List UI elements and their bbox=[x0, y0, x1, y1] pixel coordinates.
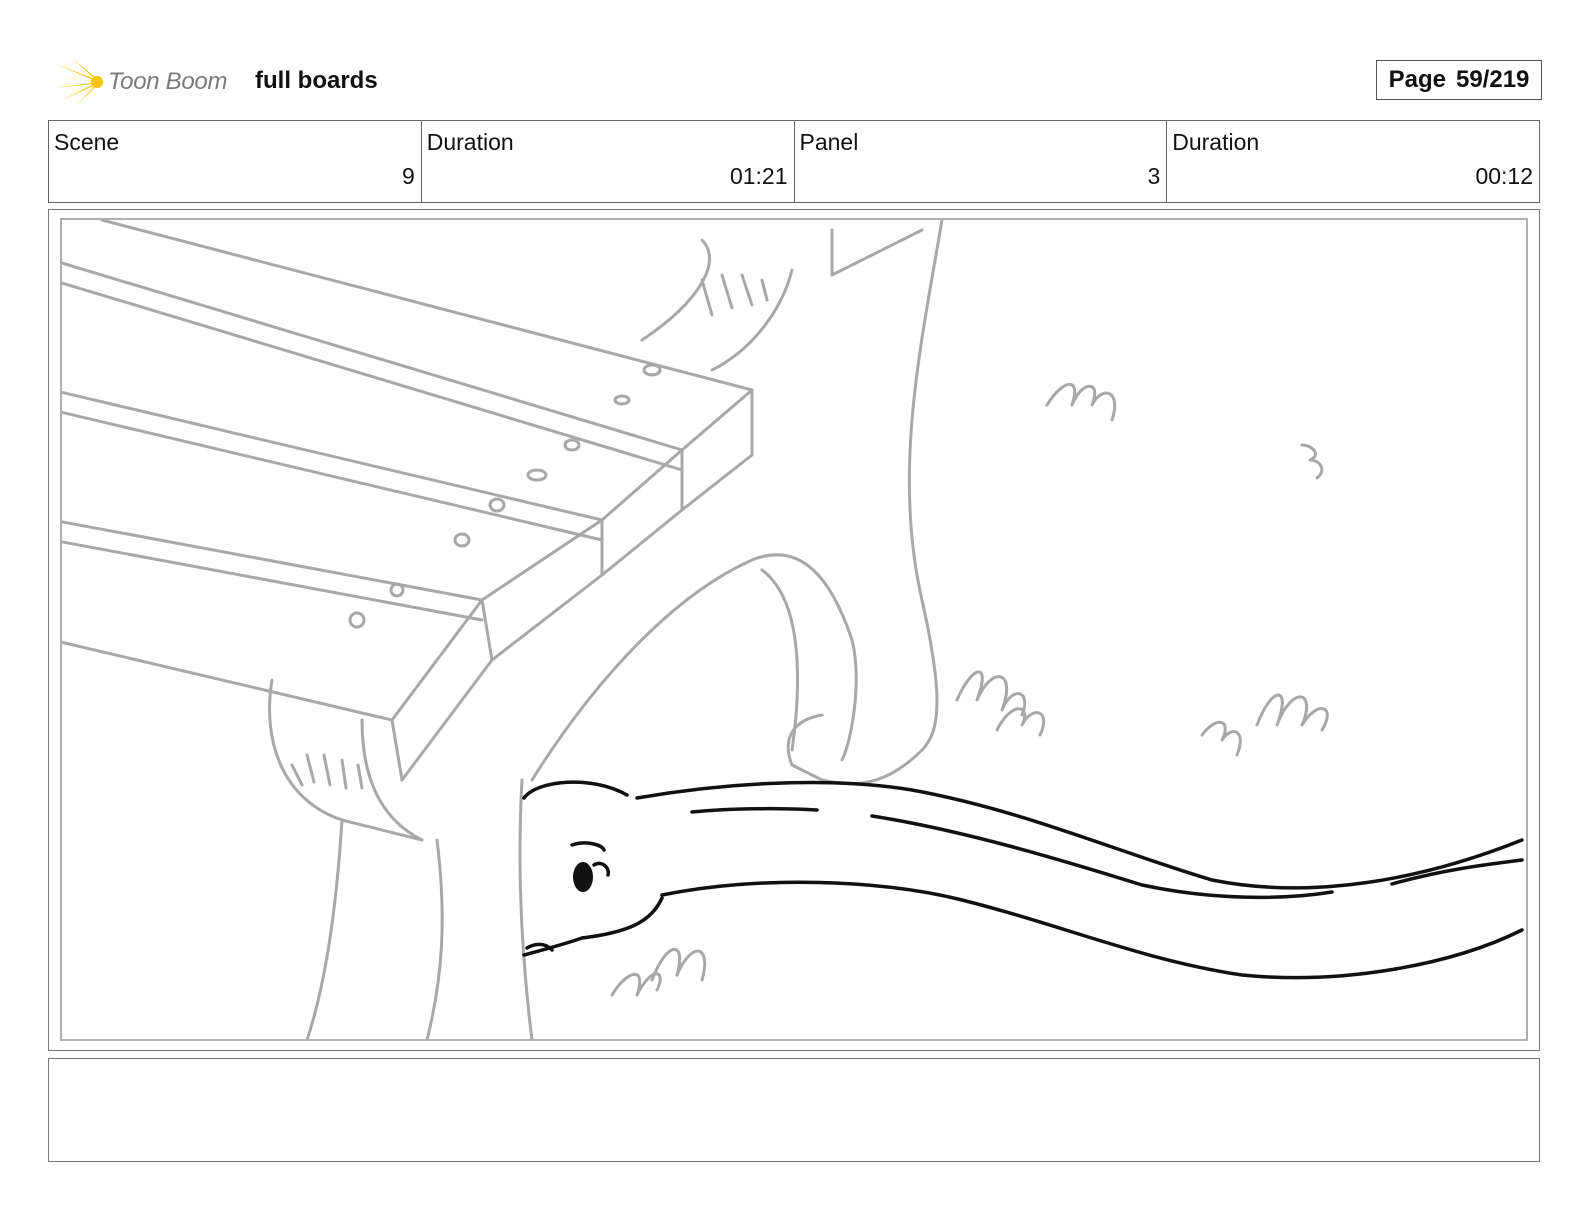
scene-value: 9 bbox=[401, 163, 415, 189]
storyboard-panel-image bbox=[60, 218, 1528, 1041]
worm-eye bbox=[573, 862, 593, 892]
page-indicator: Page 59/219 bbox=[1376, 60, 1542, 100]
page-label: Page bbox=[1388, 66, 1446, 93]
scene-duration-label: Duration bbox=[426, 129, 514, 155]
worm-character-sketch bbox=[522, 780, 1524, 980]
panel-duration-value: 00:12 bbox=[1475, 163, 1533, 189]
scene-duration-value: 01:21 bbox=[729, 163, 788, 189]
page-number: 59/219 bbox=[1455, 66, 1530, 93]
logo-text: Toon Boom bbox=[108, 68, 228, 95]
starburst-icon bbox=[52, 58, 103, 106]
panel-value: 3 bbox=[1147, 163, 1161, 189]
storyboard-panel-frame bbox=[48, 209, 1540, 1051]
bench-sketch bbox=[62, 220, 1329, 1039]
panel-label: Panel bbox=[799, 129, 859, 155]
panel-sketch bbox=[62, 220, 1524, 1039]
panel-notes-box bbox=[48, 1058, 1540, 1162]
project-title: full boards bbox=[255, 67, 378, 94]
page-header: Toon Boom full boards Page 59/219 bbox=[48, 52, 1542, 110]
scene-label: Scene bbox=[54, 129, 120, 155]
panel-duration-label: Duration bbox=[1172, 129, 1260, 155]
panel-cell: Panel 3 bbox=[795, 121, 1168, 202]
panel-duration-cell: Duration 00:12 bbox=[1167, 121, 1539, 202]
panel-info-table: Scene 9 Duration 01:21 Panel 3 Duration … bbox=[48, 120, 1540, 203]
scene-cell: Scene 9 bbox=[49, 121, 422, 202]
toon-boom-logo: Toon Boom bbox=[52, 56, 242, 108]
scene-duration-cell: Duration 01:21 bbox=[422, 121, 795, 202]
